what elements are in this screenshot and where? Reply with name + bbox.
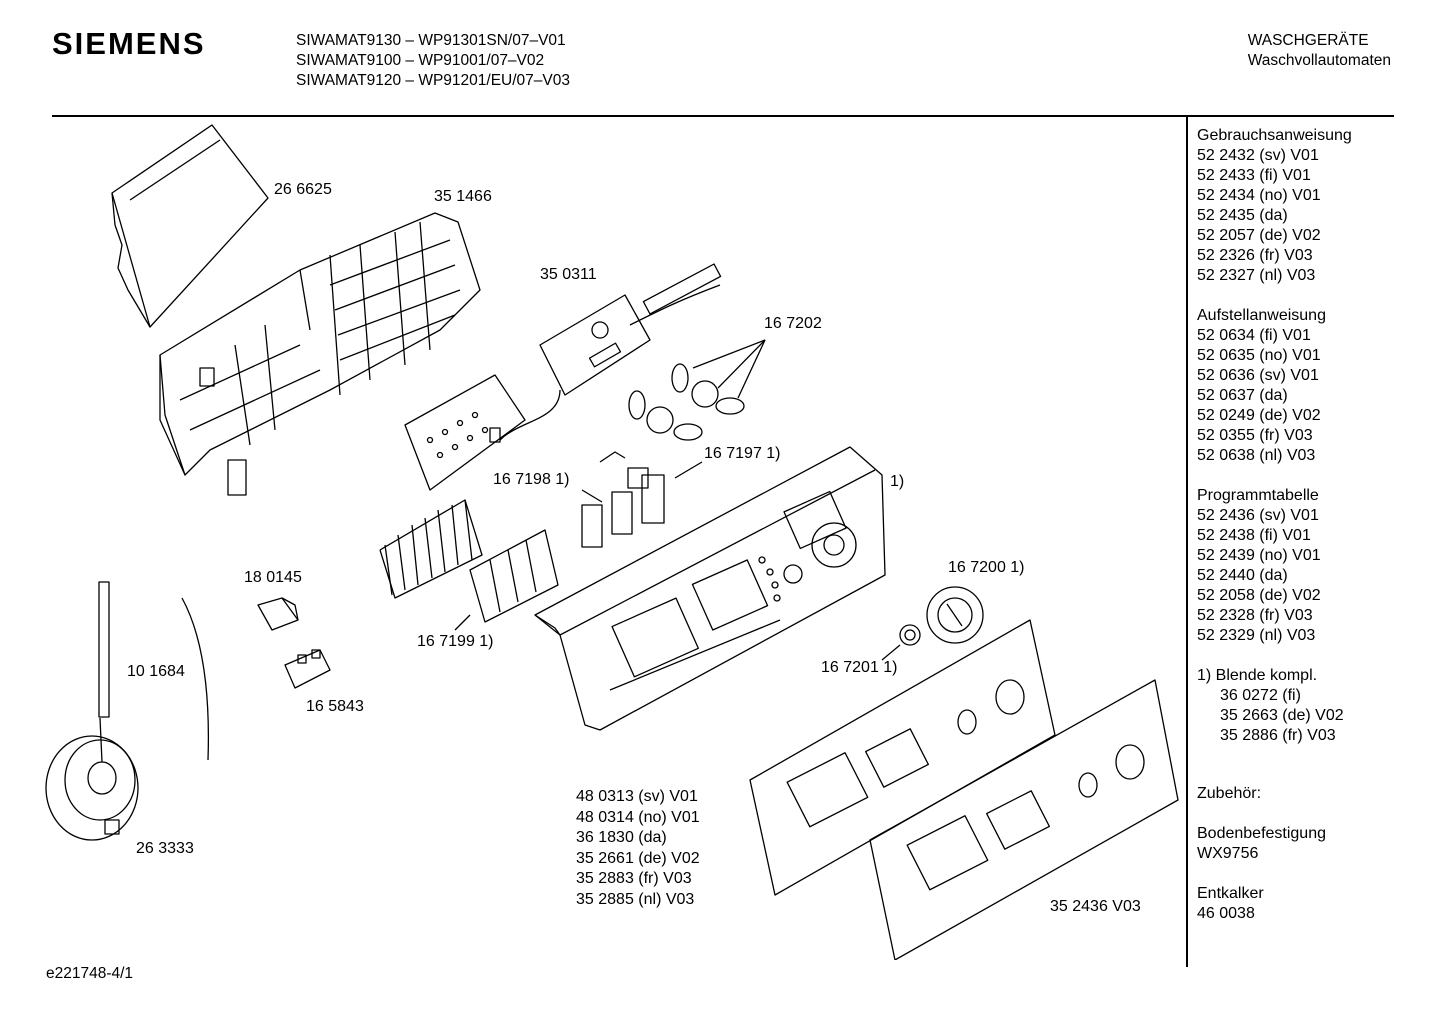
part-label: 36 1830 (da) (576, 829, 667, 846)
doc-item: 36 0272 (fi) (1220, 687, 1301, 704)
model-line: SIWAMAT9100 – WP91001/07–V02 (296, 52, 545, 69)
part-label: 10 1684 (127, 663, 185, 680)
doc-item: 52 2440 (da) (1197, 567, 1288, 584)
doc-item: 52 2328 (fr) V03 (1197, 607, 1313, 624)
control-board-drawing (499, 263, 722, 441)
model-line: SIWAMAT9120 – WP91201/EU/07–V03 (296, 72, 570, 89)
doc-item: 46 0038 (1197, 905, 1255, 922)
part-label: 18 0145 (244, 569, 302, 586)
frame-housing-drawing (159, 212, 481, 496)
part-label: 26 6625 (274, 181, 332, 198)
drawing-code: e221748-4/1 (46, 965, 134, 982)
part-label: 16 7197 1) (704, 445, 781, 462)
doc-item: 52 0249 (de) V02 (1197, 407, 1321, 424)
connector-cluster-drawing (379, 499, 483, 599)
aufstellanweisung-group: Aufstellanweisung 52 0634 (fi) V01 52 06… (1197, 306, 1437, 466)
led-board-drawing (404, 374, 526, 491)
knob-parts-drawing (628, 339, 766, 441)
doc-item: 52 2329 (nl) V03 (1197, 627, 1316, 644)
exploded-parts-drawing (45, 124, 1179, 960)
sidebar-divider (1186, 117, 1188, 967)
doc-item: 52 0637 (da) (1197, 387, 1288, 404)
category-block: WASCHGERÄTE Waschvollautomaten (1248, 31, 1391, 71)
part-label: 16 7199 1) (417, 633, 494, 650)
part-label: 16 5843 (306, 698, 364, 715)
switch-block-drawing (454, 529, 559, 631)
documentation-sidebar: Gebrauchsanweisung 52 2432 (sv) V01 52 2… (1197, 126, 1437, 944)
zubehoer-group: Zubehör: (1197, 784, 1437, 804)
program-knob-drawing (926, 586, 984, 644)
group-title: Gebrauchsanweisung (1197, 127, 1352, 144)
clip-drawing (257, 597, 299, 631)
doc-item: 52 0355 (fr) V03 (1197, 427, 1313, 444)
doc-item: 35 2886 (fr) V03 (1220, 727, 1336, 744)
doc-item: 52 2434 (no) V01 (1197, 187, 1321, 204)
doc-item: 52 2432 (sv) V01 (1197, 147, 1319, 164)
group-title: Zubehör: (1197, 785, 1262, 802)
small-knob-drawing (881, 624, 921, 661)
group-title: Entkalker (1197, 885, 1264, 902)
doc-item: 52 0638 (nl) V03 (1197, 447, 1316, 464)
doc-item: 52 2439 (no) V01 (1197, 547, 1321, 564)
blende-group: 1) Blende kompl. 36 0272 (fi) 35 2663 (d… (1197, 666, 1437, 746)
small-connector-drawing (284, 649, 331, 689)
part-label: 35 2436 V03 (1050, 898, 1141, 915)
bodenbefestigung-group: Bodenbefestigung WX9756 (1197, 824, 1437, 864)
doc-item: 52 2058 (de) V02 (1197, 587, 1321, 604)
part-label: 16 7202 (764, 315, 822, 332)
switches-drawing (581, 451, 703, 548)
part-label: 35 2661 (de) V02 (576, 849, 700, 867)
doc-item: 52 2326 (fr) V03 (1197, 247, 1313, 264)
cover-plate-drawing (111, 124, 269, 328)
doc-item: 52 2435 (da) (1197, 207, 1288, 224)
gebrauchsanweisung-group: Gebrauchsanweisung 52 2432 (sv) V01 52 2… (1197, 126, 1437, 286)
part-label: 35 2885 (nl) V03 (576, 890, 695, 908)
doc-item: 52 0635 (no) V01 (1197, 347, 1321, 364)
model-list: SIWAMAT9130 – WP91301SN/07–V01 SIWAMAT91… (296, 31, 570, 91)
entkalker-group: Entkalker 46 0038 (1197, 884, 1437, 924)
panel-overlay-drawing (869, 679, 1179, 960)
doc-item: 52 2057 (de) V02 (1197, 227, 1321, 244)
doc-item: 52 2436 (sv) V01 (1197, 507, 1319, 524)
part-label: 16 7201 1) (821, 659, 898, 676)
doc-item: 52 2433 (fi) V01 (1197, 167, 1311, 184)
group-title: Bodenbefestigung (1197, 825, 1326, 842)
group-title: 1) Blende kompl. (1197, 667, 1318, 684)
group-title: Aufstellanweisung (1197, 307, 1326, 324)
doc-item: WX9756 (1197, 845, 1259, 862)
overlay-part-numbers: 48 0313 (sv) V01 48 0314 (no) V01 36 183… (576, 787, 700, 910)
part-label: 35 0311 (540, 266, 597, 283)
part-label: 16 7198 1) (493, 471, 570, 488)
panel-overlay-drawing (749, 619, 1056, 896)
programmtabelle-group: Programmtabelle 52 2436 (sv) V01 52 2438… (1197, 486, 1437, 646)
category-subtitle: Waschvollautomaten (1247, 52, 1391, 69)
part-label: 16 7200 1) (948, 559, 1025, 576)
part-label: 48 0314 (no) V01 (576, 808, 700, 826)
doc-item: 52 2438 (fi) V01 (1197, 527, 1311, 544)
doc-item: 52 0636 (sv) V01 (1197, 367, 1319, 384)
group-title: Programmtabelle (1197, 487, 1319, 504)
category-title: WASCHGERÄTE (1247, 32, 1369, 49)
doc-item: 35 2663 (de) V02 (1220, 707, 1344, 724)
part-label: 26 3333 (136, 840, 194, 857)
part-label: 35 1466 (434, 188, 492, 205)
doc-item: 52 2327 (nl) V03 (1197, 267, 1316, 284)
header-divider (52, 115, 1394, 117)
model-line: SIWAMAT9130 – WP91301SN/07–V01 (296, 32, 566, 49)
part-label: 48 0313 (sv) V01 (576, 788, 698, 805)
pressure-switch-drawing (45, 717, 139, 841)
front-panel-drawing (534, 446, 886, 731)
brand-logo: SIEMENS (52, 26, 206, 61)
part-label: 35 2883 (fr) V03 (576, 870, 692, 887)
rod-drawing (98, 581, 210, 761)
part-label: 1) (890, 473, 905, 490)
doc-item: 52 0634 (fi) V01 (1197, 327, 1311, 344)
